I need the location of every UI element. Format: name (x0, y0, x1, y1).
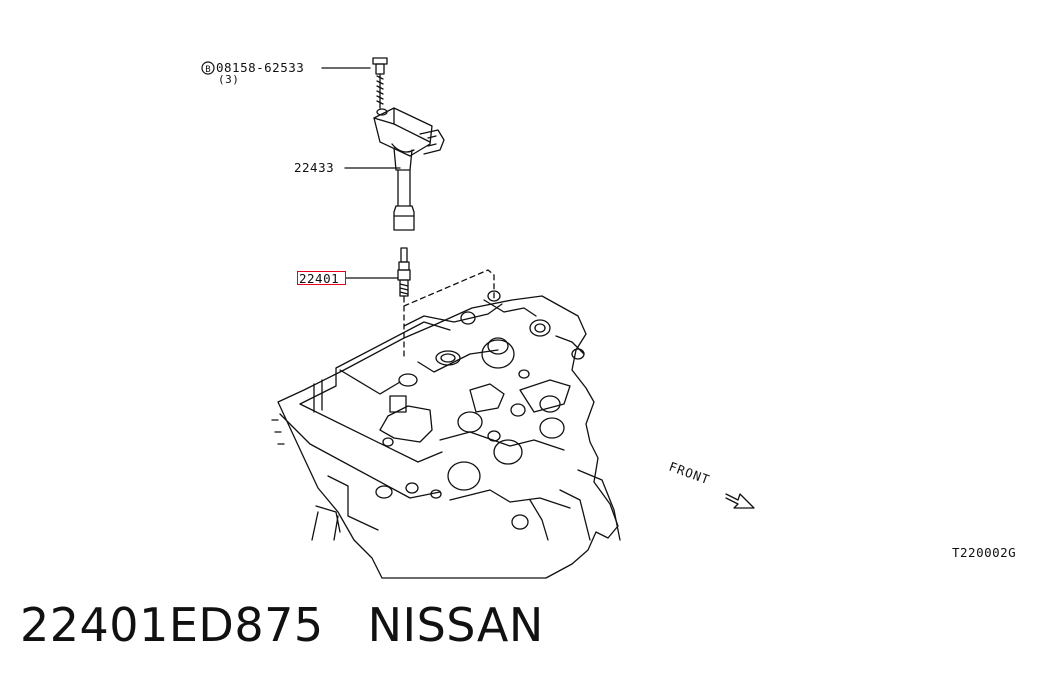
front-arrow-icon (725, 493, 755, 509)
part-title: 22401ED875 NISSAN (20, 598, 544, 652)
spark-plug-part-number[interactable]: 22401 (299, 271, 340, 286)
bolt-marker-icon: B (201, 61, 215, 75)
ignition-coil-part-number[interactable]: 22433 (294, 160, 335, 175)
engine-head-drawing (271, 290, 621, 579)
figure-code: T220002G (952, 545, 1017, 560)
ignition-coil-drawing (373, 107, 445, 231)
spark-plug-drawing (397, 247, 411, 303)
install-guide-dashed (403, 269, 495, 361)
bolt-part-number[interactable]: 08158-62533 (216, 60, 305, 75)
part-number: 22401ED875 (20, 598, 324, 652)
svg-text:B: B (205, 65, 210, 75)
bolt-quantity: (3) (218, 73, 240, 86)
front-label: FRONT (667, 459, 712, 488)
bolt-drawing (372, 57, 388, 109)
part-brand: NISSAN (367, 598, 544, 652)
spark-plug-highlight-box (297, 271, 346, 285)
